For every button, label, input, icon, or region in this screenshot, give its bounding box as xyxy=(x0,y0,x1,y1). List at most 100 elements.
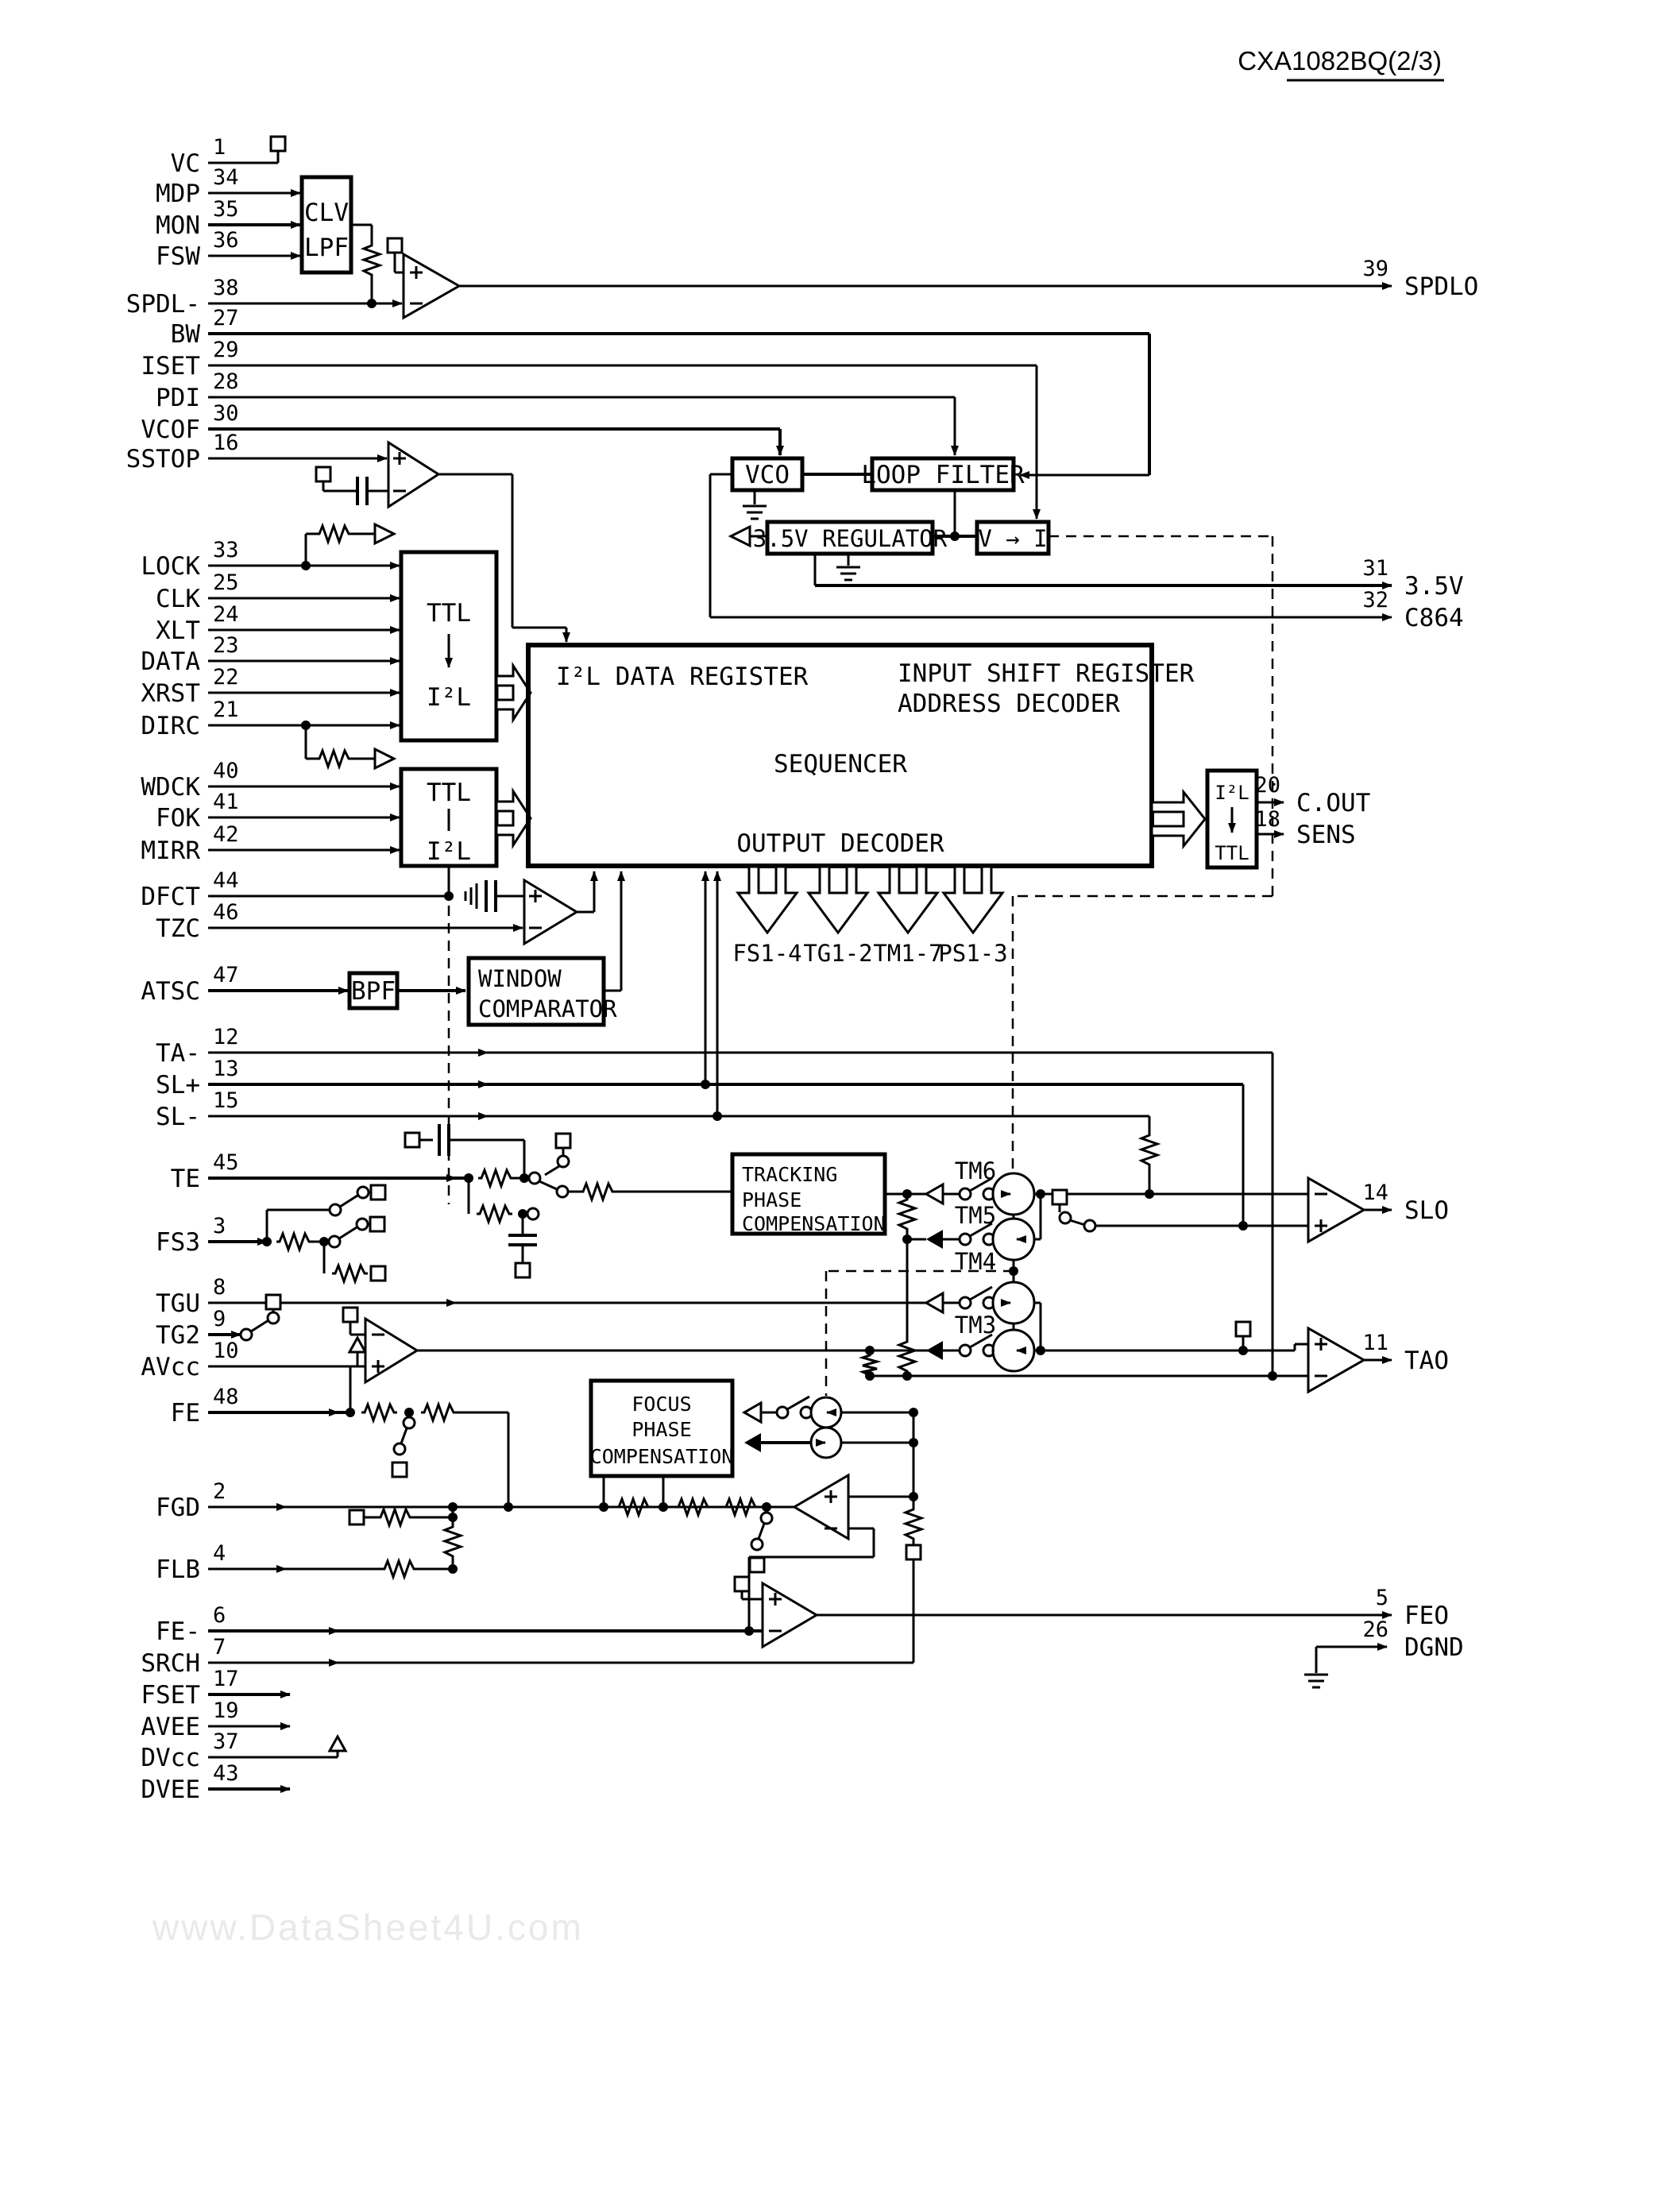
sl-drops xyxy=(1137,1053,1274,1376)
svg-text:9: 9 xyxy=(213,1307,226,1331)
resistor-icon xyxy=(723,1495,759,1519)
svg-text:XLT: XLT xyxy=(156,616,200,645)
fs3-network xyxy=(262,1184,387,1285)
ext-pin-icon xyxy=(733,1575,751,1593)
svg-text:FOCUS: FOCUS xyxy=(631,1393,691,1416)
tzc-comparator xyxy=(523,871,598,946)
svg-text:MON: MON xyxy=(156,211,200,240)
cout-sens-pins: 20 C.OUT 18 SENS xyxy=(1254,773,1370,849)
svg-text:I²L: I²L xyxy=(427,683,471,712)
ground-icon xyxy=(836,566,860,582)
dirc-buffer xyxy=(301,721,397,771)
current-source-icon xyxy=(809,1426,843,1459)
current-source-icon xyxy=(991,1328,1036,1373)
svg-text:FLB: FLB xyxy=(156,1555,200,1584)
svg-text:SSTOP: SSTOP xyxy=(126,445,200,473)
svg-text:15: 15 xyxy=(213,1088,239,1113)
svg-text:FSW: FSW xyxy=(156,242,200,271)
svg-text:COMPARATOR: COMPARATOR xyxy=(478,995,617,1022)
resistor-icon xyxy=(421,1401,457,1424)
resistor-icon xyxy=(902,1506,925,1542)
svg-text:34: 34 xyxy=(213,165,239,190)
svg-text:FOK: FOK xyxy=(156,804,200,833)
svg-text:SPDL-: SPDL- xyxy=(126,290,200,319)
resistor-icon xyxy=(360,242,384,278)
svg-text:11: 11 xyxy=(1362,1331,1388,1355)
ext-pin-icon xyxy=(265,1293,282,1311)
power-icon xyxy=(347,1335,368,1354)
switch-icon xyxy=(250,1319,269,1333)
svg-text:XRST: XRST xyxy=(141,679,200,708)
svg-text:DVEE: DVEE xyxy=(141,1775,200,1804)
svg-text:DFCT: DFCT xyxy=(141,883,200,911)
svg-text:BW: BW xyxy=(171,320,201,349)
svg-text:PHASE: PHASE xyxy=(742,1188,801,1211)
ext-pin-icon xyxy=(905,1544,922,1561)
tao-opamp: 11 TAO xyxy=(865,1320,1449,1394)
avcc-power xyxy=(347,1335,368,1366)
svg-text:LPF: LPF xyxy=(304,234,349,262)
svg-text:INPUT SHIFT REGISTER: INPUT SHIFT REGISTER xyxy=(898,659,1195,688)
switch-icon xyxy=(969,1285,993,1301)
ground-icon xyxy=(743,504,767,520)
svg-text:25: 25 xyxy=(213,570,239,595)
watermark: www.DataSheet4U.com xyxy=(152,1907,584,1948)
svg-text:23: 23 xyxy=(213,633,239,658)
svg-text:13: 13 xyxy=(213,1057,239,1081)
svg-text:MIRR: MIRR xyxy=(141,837,200,865)
ext-pin-icon xyxy=(342,1306,359,1323)
resistor-icon xyxy=(580,1180,616,1204)
ext-pin-icon xyxy=(269,135,287,153)
svg-text:TE: TE xyxy=(171,1165,200,1193)
svg-text:C864: C864 xyxy=(1404,604,1464,632)
resistor-icon xyxy=(675,1495,711,1519)
svg-text:7: 7 xyxy=(213,1635,226,1660)
resistor-icon xyxy=(316,747,352,771)
capacitor-icon xyxy=(356,477,369,505)
tracking-phase-block: TRACKING PHASE COMPENSATION xyxy=(730,1152,887,1236)
svg-text:AVcc: AVcc xyxy=(141,1353,200,1381)
buffer-out-icon xyxy=(373,747,397,771)
bus-arrow xyxy=(1150,788,1207,850)
svg-text:ISET: ISET xyxy=(141,352,200,381)
tao-bridge-resistor xyxy=(858,1346,882,1377)
resistor-icon xyxy=(478,1166,514,1190)
loop-filter-block: LOOP FILTER xyxy=(861,456,1025,493)
svg-text:SL-: SL- xyxy=(156,1103,200,1131)
svg-text:2: 2 xyxy=(213,1479,226,1504)
resistor-icon xyxy=(276,1230,312,1254)
svg-text:27: 27 xyxy=(213,306,239,330)
pin-num: 1 xyxy=(213,135,226,160)
svg-text:VCO: VCO xyxy=(745,461,790,489)
svg-text:FE-: FE- xyxy=(156,1617,200,1646)
capacitor-icon xyxy=(438,1124,450,1156)
lock-buffer xyxy=(301,522,397,570)
svg-text:17: 17 xyxy=(213,1667,239,1691)
svg-text:4: 4 xyxy=(213,1541,226,1566)
svg-text:WINDOW: WINDOW xyxy=(478,965,562,992)
svg-text:DATA: DATA xyxy=(141,647,200,676)
ground-icon xyxy=(1304,1673,1328,1689)
svg-text:PHASE: PHASE xyxy=(631,1418,691,1441)
flb-network xyxy=(348,1505,465,1581)
doc-title: CXA1082BQ(2/3) xyxy=(1238,46,1442,75)
svg-text:VCOF: VCOF xyxy=(141,415,200,444)
fgd-summing-chain xyxy=(448,1495,774,1574)
svg-text:6: 6 xyxy=(213,1603,226,1628)
svg-text:SLO: SLO xyxy=(1404,1196,1449,1225)
tg2-switch xyxy=(239,1293,282,1342)
svg-text:FS1-4: FS1-4 xyxy=(732,940,801,967)
svg-text:21: 21 xyxy=(213,697,239,722)
svg-text:DGND: DGND xyxy=(1404,1633,1464,1662)
resistor-icon xyxy=(441,1524,465,1559)
svg-text:28: 28 xyxy=(213,369,239,394)
svg-text:PDI: PDI xyxy=(156,384,200,412)
svg-text:TAO: TAO xyxy=(1404,1347,1449,1375)
pins-right-top: 39 SPDLO 31 3.5V 32 C864 xyxy=(1362,257,1478,632)
svg-text:TGU: TGU xyxy=(156,1289,200,1318)
svg-text:DIRC: DIRC xyxy=(141,712,200,740)
svg-text:SL+: SL+ xyxy=(156,1071,200,1099)
fe-network xyxy=(346,1401,510,1507)
svg-text:FEO: FEO xyxy=(1404,1602,1449,1630)
buffer-out-icon xyxy=(373,522,397,546)
